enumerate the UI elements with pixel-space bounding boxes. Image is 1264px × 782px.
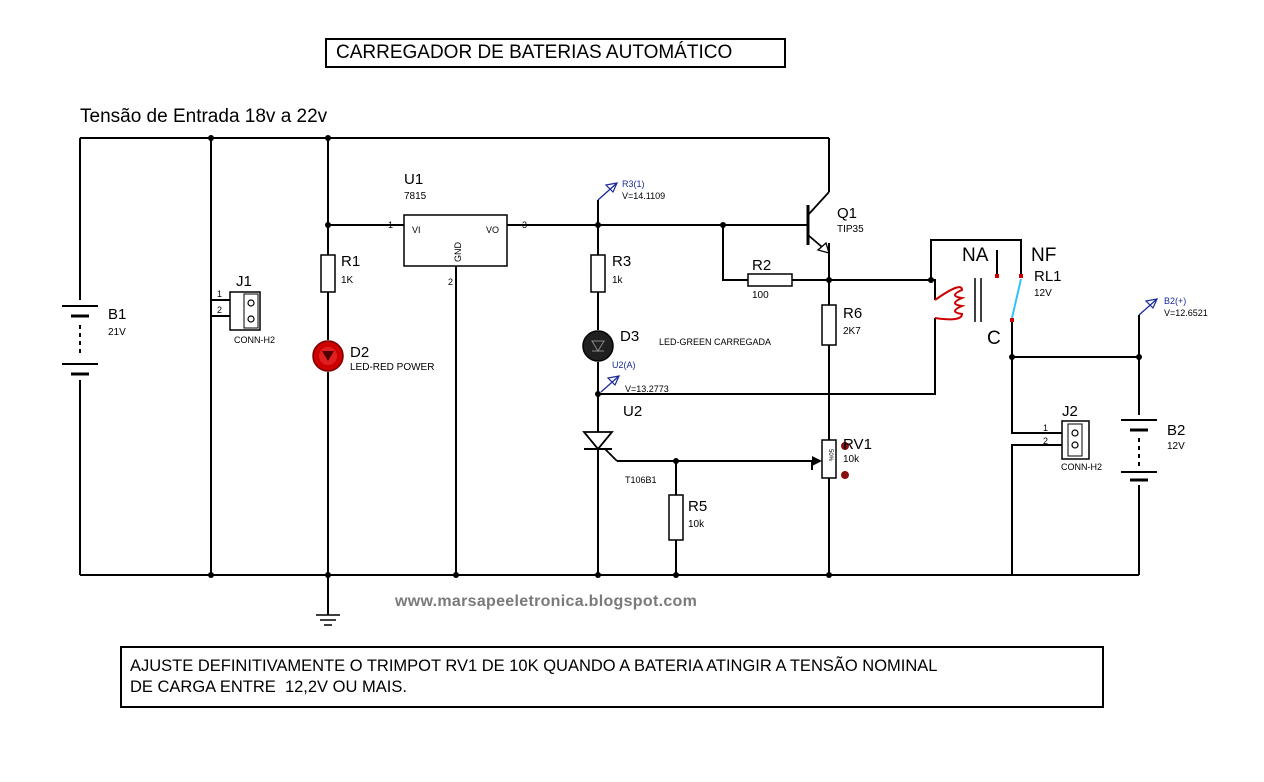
rv1-setting: 50% xyxy=(827,449,833,462)
r3-ref: R3 xyxy=(612,253,631,270)
b1-value: 21V xyxy=(108,327,126,338)
r1-ref: R1 xyxy=(341,253,360,270)
connector-j2: 1 2 J2 CONN-H2 xyxy=(1043,403,1102,472)
r2-ref: R2 xyxy=(752,257,771,274)
probe-b2-voltage: V=12.6521 xyxy=(1164,308,1208,318)
input-voltage-label: Tensão de Entrada 18v a 22v xyxy=(80,106,328,127)
b2-value: 12V xyxy=(1167,441,1185,452)
u1-ref: U1 xyxy=(404,171,423,188)
d3-value: LED-GREEN CARREGADA xyxy=(659,337,771,347)
probe-r3: R3(1) V=14.1109 xyxy=(597,179,665,201)
battery-b1: B1 21V xyxy=(62,300,126,380)
probe-b2: B2(+) V=12.6521 xyxy=(1138,296,1208,318)
resistor-r1: R1 1K xyxy=(320,253,360,293)
probe-r3-label: R3(1) xyxy=(622,179,645,189)
note-line-2: DE CARGA ENTRE 12,2V OU MAIS. xyxy=(130,678,407,696)
probe-u2-label: U2(A) xyxy=(612,360,636,370)
rl1-c: C xyxy=(987,328,1001,349)
j1-ref: J1 xyxy=(236,273,252,290)
rv1-ref: RV1 xyxy=(843,436,872,453)
rl1-value: 12V xyxy=(1034,288,1052,299)
b1-ref: B1 xyxy=(108,306,126,323)
rl1-nf: NF xyxy=(1031,245,1056,266)
led-d2: D2 LED-RED POWER xyxy=(312,340,434,373)
d2-ref: D2 xyxy=(350,344,369,361)
r6-value: 2K7 xyxy=(843,326,861,337)
rv1-value: 10k xyxy=(843,454,860,465)
schematic-title: CARREGADOR DE BATERIAS AUTOMÁTICO xyxy=(325,38,786,68)
r2-value: 100 xyxy=(752,290,769,301)
j2-pin2: 2 xyxy=(1043,436,1048,446)
r3-value: 1k xyxy=(612,275,624,286)
d3-ref: D3 xyxy=(620,328,639,345)
ground-symbol xyxy=(316,614,340,626)
r5-value: 10k xyxy=(688,519,705,530)
relay-rl1: NA NF C RL1 12V xyxy=(934,245,1062,349)
d2-value: LED-RED POWER xyxy=(350,362,434,373)
resistor-r6: R6 2K7 xyxy=(821,304,862,346)
resistor-r2: R2 100 xyxy=(747,257,793,301)
r6-ref: R6 xyxy=(843,305,862,322)
probe-b2-label: B2(+) xyxy=(1164,296,1186,306)
u2-value: T106B1 xyxy=(625,475,657,485)
led-d3: D3 LED-GREEN CARREGADA xyxy=(582,328,771,362)
j2-ref: J2 xyxy=(1062,403,1078,420)
wires xyxy=(79,137,1140,615)
probe-r3-voltage: V=14.1109 xyxy=(622,191,665,201)
rl1-ref: RL1 xyxy=(1034,268,1062,285)
r1-value: 1K xyxy=(341,275,354,286)
j1-pin1: 1 xyxy=(217,289,222,299)
j1-value: CONN-H2 xyxy=(234,335,275,345)
r5-ref: R5 xyxy=(688,498,707,515)
j2-pin1: 1 xyxy=(1043,423,1048,433)
battery-b2: B2 12V xyxy=(1121,415,1185,485)
u1-pin-vi: VI xyxy=(412,225,421,235)
resistor-r5: R5 10k xyxy=(668,494,707,541)
junction-dots xyxy=(208,135,1142,578)
resistor-r3: R3 1k xyxy=(590,253,631,293)
u1-pin3: 3 xyxy=(522,220,527,230)
u1-pin-gnd: GND xyxy=(453,242,463,263)
u2-ref: U2 xyxy=(623,403,642,420)
q1-ref: Q1 xyxy=(837,205,857,222)
website-url: www.marsapeeletronica.blogspot.com xyxy=(395,593,698,610)
j1-pin2: 2 xyxy=(217,305,222,315)
b2-ref: B2 xyxy=(1167,422,1185,439)
j2-value: CONN-H2 xyxy=(1061,462,1102,472)
u1-pin2: 2 xyxy=(448,277,453,287)
u1-pin-vo: VO xyxy=(486,225,499,235)
trimpot-rv1: 50% RV1 10k xyxy=(812,436,872,479)
note-line-1: AJUSTE DEFINITIVAMENTE O TRIMPOT RV1 DE … xyxy=(130,657,938,675)
rl1-na: NA xyxy=(962,245,989,266)
adjustment-note: AJUSTE DEFINITIVAMENTE O TRIMPOT RV1 DE … xyxy=(120,646,1104,708)
scr-u2: U2 T106B1 xyxy=(582,403,657,485)
regulator-u1: VI VO GND 1 2 3 U1 7815 xyxy=(388,171,527,287)
u1-pin1: 1 xyxy=(388,220,393,230)
connector-j1: 1 2 J1 CONN-H2 xyxy=(217,273,275,345)
u1-value: 7815 xyxy=(404,191,427,202)
transistor-q1: Q1 TIP35 xyxy=(806,191,864,254)
probe-u2-voltage: V=13.2773 xyxy=(625,384,669,394)
q1-value: TIP35 xyxy=(837,224,864,235)
probe-u2: U2(A) V=13.2773 xyxy=(600,360,669,394)
